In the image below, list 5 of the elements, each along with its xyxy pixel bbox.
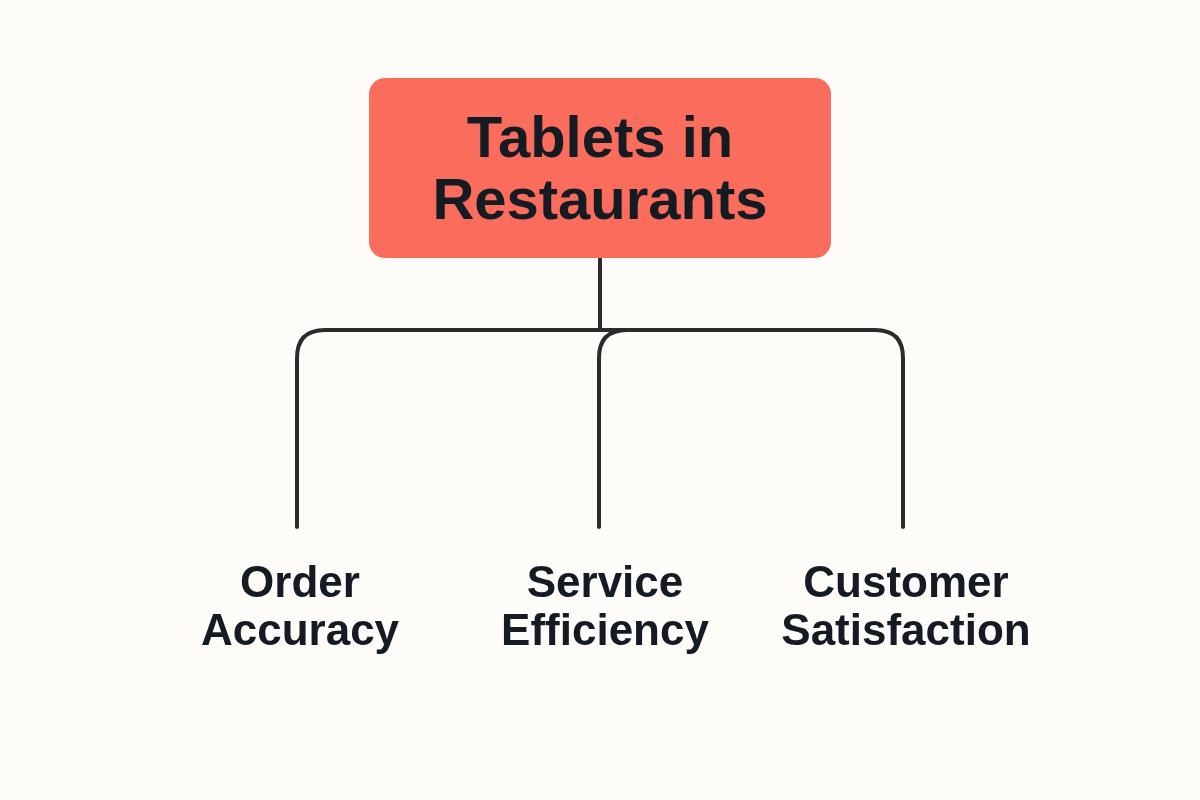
topic-title: Tablets in Restaurants	[431, 106, 769, 230]
branch-label: Customer Satisfaction	[781, 558, 1031, 654]
branch-label: Service Efficiency	[501, 558, 709, 654]
branch-label: Order Accuracy	[200, 558, 400, 654]
topic-box	[369, 78, 831, 258]
